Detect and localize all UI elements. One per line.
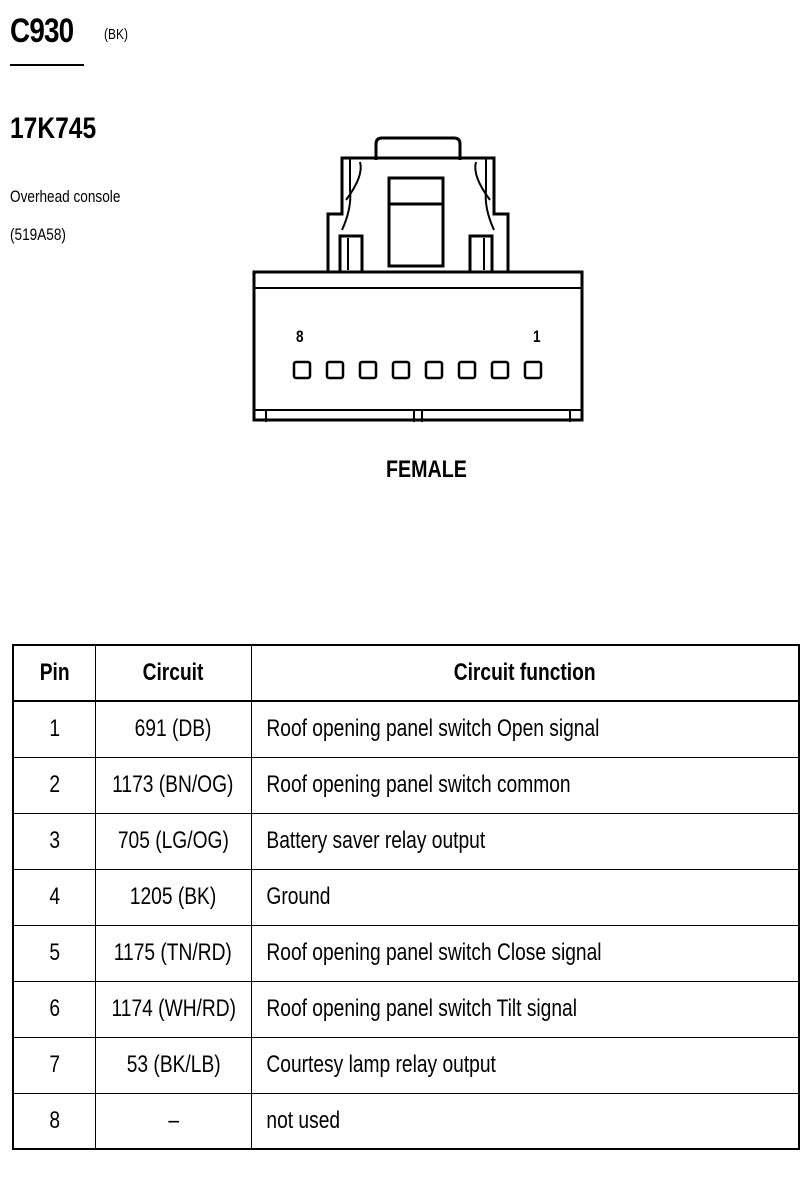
table-row: 3 705 (LG/OG) Battery saver relay output [12,812,800,870]
function-cell: Roof opening panel switch common [251,756,800,814]
pin-cavity-7 [325,360,345,380]
pin-label-right: 1 [533,327,541,346]
pin-cavity-4 [424,360,444,380]
circuit-cell: 705 (LG/OG) [94,812,253,870]
pin-cavity-3 [457,360,477,380]
table-row: 4 1205 (BK) Ground [12,868,800,926]
connector-guide-right-inner [474,161,491,201]
table-row: 6 1174 (WH/RD) Roof opening panel switch… [12,980,800,1038]
connector-center-key [387,176,445,268]
connector-guide-left-inner [345,161,362,201]
pin-cell: 4 [12,868,96,926]
pin-cavity-6 [358,360,378,380]
pin-cavity-2 [490,360,510,380]
circuit-cell: – [94,1092,253,1150]
part-number: 17K745 [10,112,97,145]
pin-cell: 2 [12,756,96,814]
table-row: 8 – not used [12,1092,800,1150]
pin-cell: 3 [12,812,96,870]
pin-cell: 6 [12,980,96,1038]
table-row: 1 691 (DB) Roof opening panel switch Ope… [12,700,800,758]
pin-cell: 8 [12,1092,96,1150]
connector-upper-housing [326,156,510,272]
header-pin: Pin [12,644,96,702]
circuit-cell: 1205 (BK) [94,868,253,926]
table-row: 5 1175 (TN/RD) Roof opening panel switch… [12,924,800,982]
connector-window-left [338,234,364,274]
function-cell: Courtesy lamp relay output [251,1036,800,1094]
circuit-cell: 53 (BK/LB) [94,1036,253,1094]
circuit-cell: 1173 (BN/OG) [94,756,253,814]
function-cell: Roof opening panel switch Tilt signal [251,980,800,1038]
pin-cavity-5 [391,360,411,380]
connector-latch [374,136,462,160]
function-cell: Roof opening panel switch Open signal [251,700,800,758]
pin-cavity-1 [523,360,543,380]
connector-color-code: (BK) [104,26,128,43]
pin-label-left: 8 [296,327,304,346]
pinout-table: Pin Circuit Circuit function 1 691 (DB) … [12,644,800,1150]
connector-guide-right [484,158,495,231]
function-cell: Roof opening panel switch Close signal [251,924,800,982]
connector-id-underline [10,64,84,66]
connector-window-right [468,234,494,274]
function-cell: Battery saver relay output [251,812,800,870]
circuit-cell: 1174 (WH/RD) [94,980,253,1038]
pin-cavity-8 [292,360,312,380]
function-cell: not used [251,1092,800,1150]
pin-cell: 5 [12,924,96,982]
connector-gender-label: FEMALE [386,456,467,483]
connector-description: Overhead console [10,187,121,206]
table-row: 2 1173 (BN/OG) Roof opening panel switch… [12,756,800,814]
connector-face-diagram [252,136,584,422]
pin-cell: 7 [12,1036,96,1094]
header-circuit: Circuit [94,644,253,702]
pin-cell: 1 [12,700,96,758]
table-row: 7 53 (BK/LB) Courtesy lamp relay output [12,1036,800,1094]
connector-body [252,270,584,422]
circuit-cell: 1175 (TN/RD) [94,924,253,982]
connector-guide-left [341,158,352,231]
circuit-cell: 691 (DB) [94,700,253,758]
connector-location-code: (519A58) [10,225,66,244]
connector-id: C930 [10,12,74,50]
header-circuit-function: Circuit function [251,644,800,702]
table-header-row: Pin Circuit Circuit function [12,644,800,702]
function-cell: Ground [251,868,800,926]
